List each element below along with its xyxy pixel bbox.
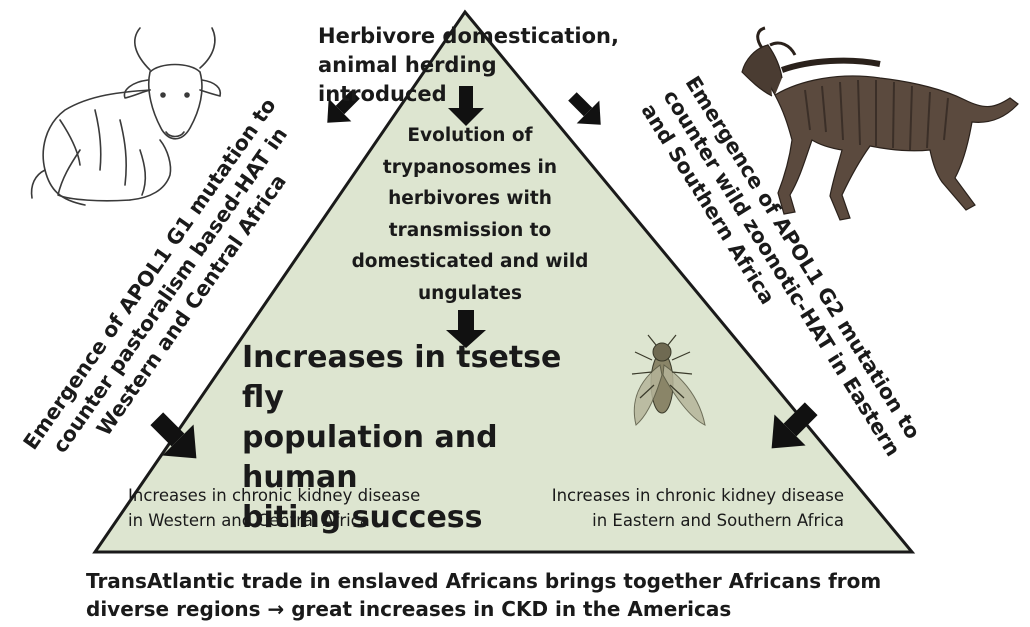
bottom-line-1: TransAtlantic trade in enslaved Africans… (86, 567, 986, 595)
top-label: Herbivore domestication, animal herding … (318, 22, 628, 109)
evolution-line-5: domesticated and wild (320, 246, 620, 278)
top-label-line-2: animal herding introduced (318, 51, 628, 109)
ckd-right-label: Increases in chronic kidney disease in E… (488, 483, 844, 533)
ckd-left-label: Increases in chronic kidney disease in W… (128, 483, 428, 533)
tsetse-line-1: Increases in tsetse fly (242, 338, 602, 418)
bottom-line-2: diverse regions → great increases in CKD… (86, 595, 986, 623)
evolution-label: Evolution of trypanosomes in herbivores … (320, 120, 620, 309)
ckd-left-line-2: in Western and Central Africa (128, 508, 428, 533)
evolution-line-3: herbivores with (320, 183, 620, 215)
evolution-line-6: ungulates (320, 278, 620, 310)
zebu-cattle-illustration (32, 28, 221, 205)
evolution-line-4: transmission to (320, 215, 620, 247)
evolution-line-2: trypanosomes in (320, 152, 620, 184)
ckd-right-line-2: in Eastern and Southern Africa (488, 508, 844, 533)
evolution-line-1: Evolution of (320, 120, 620, 152)
top-label-line-1: Herbivore domestication, (318, 22, 628, 51)
ckd-left-line-1: Increases in chronic kidney disease (128, 483, 428, 508)
bottom-label: TransAtlantic trade in enslaved Africans… (86, 567, 986, 623)
wildebeest-illustration (742, 28, 1018, 220)
ckd-right-line-1: Increases in chronic kidney disease (488, 483, 844, 508)
